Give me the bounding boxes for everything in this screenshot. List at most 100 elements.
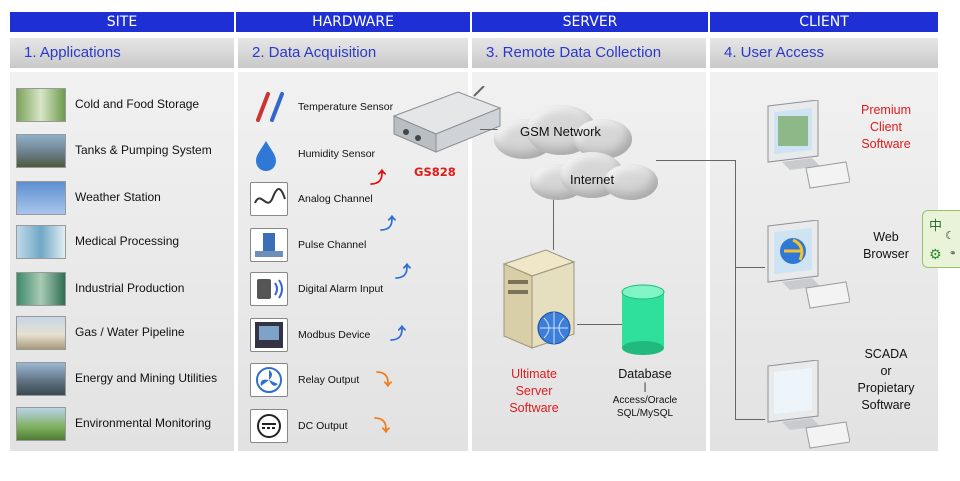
application-label: Cold and Food Storage xyxy=(75,97,200,111)
alarm-sensor-icon xyxy=(250,272,288,306)
hardware-item: Modbus Device xyxy=(250,318,465,352)
weather-station-photo xyxy=(16,181,66,215)
client-label-line: Software xyxy=(861,137,911,151)
hardware-label: Digital Alarm Input xyxy=(298,283,384,295)
client-label-line: Web xyxy=(873,230,899,244)
panel-client xyxy=(710,72,938,451)
connector-line xyxy=(735,419,765,420)
scada-computer-icon xyxy=(760,359,851,450)
hardware-label: Humidity Sensor xyxy=(298,148,376,160)
banner-hardware: HARDWARE xyxy=(236,12,470,32)
client-label-line: SCADA xyxy=(864,347,908,361)
column-user-access: 4. User Access xyxy=(710,38,938,68)
arrow-icon: ⤴ xyxy=(395,262,412,281)
connector-line xyxy=(553,190,554,250)
hardware-item: Humidity Sensor xyxy=(250,137,465,171)
application-label: Environmental Monitoring xyxy=(75,416,212,430)
gear-icon[interactable]: ⚙ xyxy=(929,247,942,263)
application-item: Cold and Food Storage xyxy=(16,88,231,122)
arrow-icon: ⤴ xyxy=(390,324,407,343)
banner-site: SITE xyxy=(10,12,234,32)
column-data-acquisition: 2. Data Acquisition xyxy=(238,38,468,68)
gsm-network-label: GSM Network xyxy=(520,124,601,139)
cloud-puff xyxy=(604,164,658,200)
modbus-meter-icon xyxy=(250,318,288,352)
server-tower-icon xyxy=(498,248,580,352)
ime-language-label[interactable]: 中 xyxy=(929,219,943,234)
application-label: Weather Station xyxy=(75,190,161,204)
arrow-icon: ⤴ xyxy=(370,168,387,187)
server-label-line: Ultimate xyxy=(511,367,557,381)
dc-output-icon xyxy=(250,409,288,443)
client-label-line: Browser xyxy=(863,247,909,261)
application-label: Gas / Water Pipeline xyxy=(75,325,185,339)
gs828-device-icon xyxy=(388,85,504,156)
hardware-label: Analog Channel xyxy=(298,193,373,205)
hardware-item: Digital Alarm Input xyxy=(250,272,465,306)
database-label: Database | Access/Oracle SQL/MySQL xyxy=(592,366,698,420)
database-title: Database xyxy=(618,367,672,381)
pipeline-photo xyxy=(16,316,66,350)
fan-icon xyxy=(250,363,288,397)
arrow-icon: ⤵ xyxy=(376,370,393,389)
hardware-label: Relay Output xyxy=(298,374,360,386)
tanks-photo xyxy=(16,134,66,168)
application-label: Medical Processing xyxy=(75,234,180,248)
connector-line xyxy=(656,160,736,161)
application-item: Gas / Water Pipeline xyxy=(16,316,231,350)
application-item: Energy and Mining Utilities xyxy=(16,362,231,396)
internet-cloud: Internet xyxy=(530,152,660,204)
column-remote-data-collection: 3. Remote Data Collection xyxy=(472,38,706,68)
server-label: Ultimate Server Software xyxy=(496,366,572,417)
hardware-item: Temperature Sensor xyxy=(250,90,465,124)
database-types: SQL/MySQL xyxy=(616,408,674,419)
application-label: Energy and Mining Utilities xyxy=(75,371,218,385)
flow-meter-icon xyxy=(250,228,288,262)
hardware-item: DC Output xyxy=(250,409,465,443)
client-label-line: Propietary xyxy=(857,381,915,395)
application-item: Environmental Monitoring xyxy=(16,407,231,441)
connector-line xyxy=(480,129,500,130)
client-label-line: or xyxy=(880,364,892,378)
client-label-line: Software xyxy=(861,398,911,412)
device-label: GS828 xyxy=(414,165,456,179)
banner-client: CLIENT xyxy=(710,12,938,32)
client-label-line: Premium xyxy=(860,103,911,117)
server-label-line: Server xyxy=(515,384,553,398)
cold-storage-photo xyxy=(16,88,66,122)
hardware-item: Relay Output xyxy=(250,363,465,397)
medical-processing-photo xyxy=(16,225,66,259)
web-browser-label: Web Browser xyxy=(846,229,926,263)
application-item: Tanks & Pumping System xyxy=(16,134,231,168)
ime-toolbar[interactable]: 中 ☾ ⚙ ⚭ xyxy=(922,210,960,268)
water-drop-icon xyxy=(250,137,288,171)
application-item: Weather Station xyxy=(16,181,231,215)
arrow-icon: ⤴ xyxy=(380,214,397,233)
moon-icon[interactable]: ☾ xyxy=(945,229,955,242)
banner-server: SERVER xyxy=(472,12,708,32)
thermometer-icon xyxy=(250,90,288,124)
environmental-monitoring-photo xyxy=(16,407,66,441)
database-separator: | xyxy=(643,382,647,393)
hardware-item: Analog Channel xyxy=(250,182,465,216)
application-label: Industrial Production xyxy=(75,281,185,295)
hardware-label: Modbus Device xyxy=(298,329,371,341)
industrial-production-photo xyxy=(16,272,66,306)
database-icon xyxy=(620,284,666,356)
client-computer-icon xyxy=(760,99,851,190)
arrow-icon: ⤵ xyxy=(374,416,391,435)
client-label-line: Client xyxy=(870,120,902,134)
energy-utilities-photo xyxy=(16,362,66,396)
server-label-line: Software xyxy=(509,401,559,415)
scada-label: SCADA or Propietary Software xyxy=(846,346,926,414)
connector-line xyxy=(577,324,622,325)
hardware-item: Pulse Channel xyxy=(250,228,465,262)
application-item: Medical Processing xyxy=(16,225,231,259)
key-icon[interactable]: ⚭ xyxy=(949,249,957,259)
database-types: Access/Oracle xyxy=(612,395,678,406)
connector-line xyxy=(735,160,736,420)
premium-client-label: Premium Client Software xyxy=(846,102,926,153)
hardware-label: DC Output xyxy=(298,420,348,432)
connector-line xyxy=(735,267,765,268)
hardware-label: Pulse Channel xyxy=(298,239,367,251)
